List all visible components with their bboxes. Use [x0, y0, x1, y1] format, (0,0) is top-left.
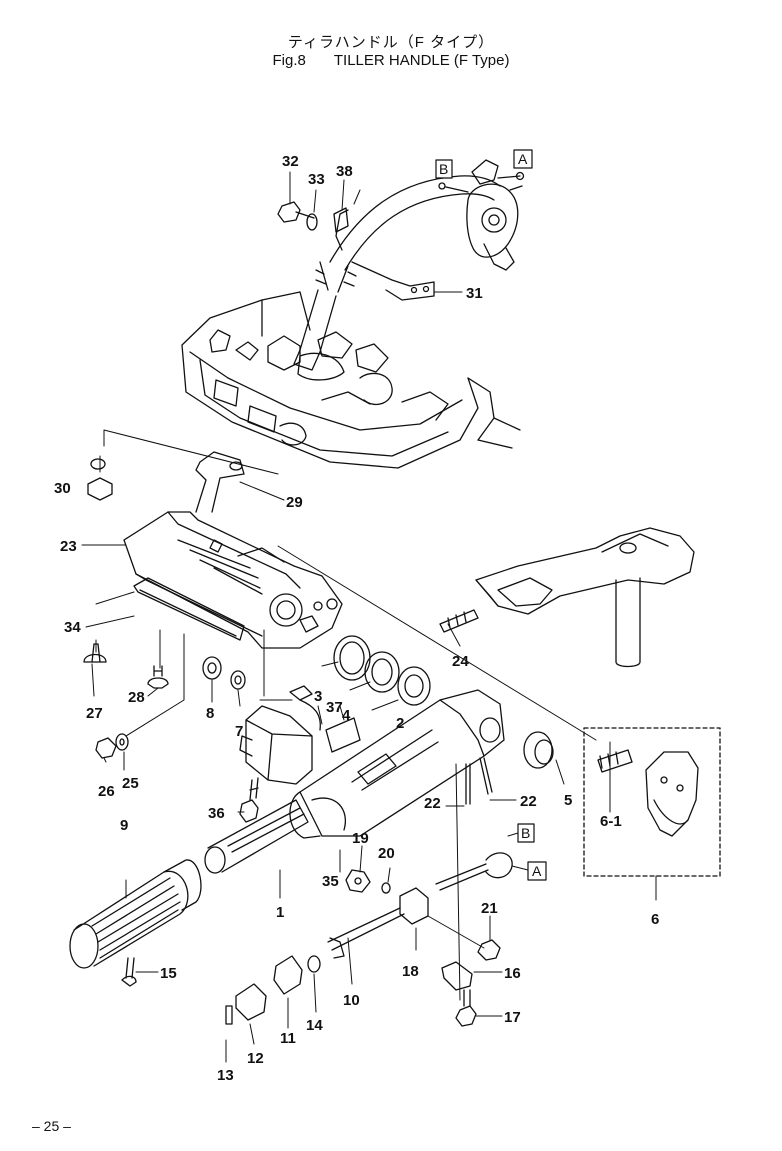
- throttle-cable-drawing: [293, 159, 525, 371]
- callout-33: 33: [308, 171, 325, 188]
- lower-cover-drawing: [181, 291, 521, 469]
- ref-label-a-bottom: A: [532, 863, 542, 879]
- callout-8: 8: [206, 705, 214, 722]
- callout-18: 18: [402, 963, 419, 980]
- callout-3: 3: [314, 688, 322, 705]
- callout-5: 5: [564, 792, 572, 809]
- callout-20: 20: [378, 845, 395, 862]
- callout-6-1: 6-1: [600, 813, 622, 830]
- stopper-parts-drawing: [583, 727, 721, 877]
- callout-22-right: 22: [520, 793, 537, 810]
- figure-title: ティラハンドル（F タイプ） Fig.8 TILLER HANDLE (F Typ…: [0, 34, 782, 70]
- callout-9: 9: [120, 817, 128, 834]
- small-parts-drawing: [83, 458, 513, 1027]
- title-japanese: ティラハンドル（F タイプ）: [287, 34, 495, 51]
- title-english: TILLER HANDLE (F Type): [333, 52, 510, 69]
- callout-26: 26: [98, 783, 115, 800]
- callout-38: 38: [336, 163, 353, 180]
- callout-28: 28: [128, 689, 145, 706]
- page-number: – 25 –: [32, 1118, 71, 1134]
- ref-box-b-top: [435, 159, 453, 179]
- callout-2: 2: [396, 715, 404, 732]
- callout-labels: 1 2 3 4 5 6 6-1 7 8 9 10 11 12 13 14 15 …: [54, 153, 659, 1084]
- callout-17: 17: [504, 1009, 521, 1026]
- callout-16: 16: [504, 965, 521, 982]
- figure-number: Fig.8: [272, 52, 306, 69]
- callout-1: 1: [276, 904, 284, 921]
- washers-drawing: [202, 635, 554, 769]
- callout-15: 15: [160, 965, 177, 982]
- callout-7: 7: [235, 723, 243, 740]
- ref-box-a-bottom: [527, 861, 547, 881]
- ref-label-b-bottom: B: [521, 825, 530, 841]
- callout-37: 37: [326, 699, 343, 716]
- callout-21: 21: [481, 900, 498, 917]
- leader-lines: [81, 171, 657, 1063]
- callout-34: 34: [64, 619, 81, 636]
- title-english-line: Fig.8 TILLER HANDLE (F Type): [0, 52, 782, 70]
- callout-27: 27: [86, 705, 103, 722]
- callout-24: 24: [452, 653, 469, 670]
- callout-22-left: 22: [424, 795, 441, 812]
- callout-32: 32: [282, 153, 299, 170]
- callout-6: 6: [651, 911, 659, 928]
- tiller-arm-drawing: [204, 689, 505, 874]
- callout-35: 35: [322, 873, 339, 890]
- callout-13: 13: [217, 1067, 234, 1084]
- callout-23: 23: [60, 538, 77, 555]
- callout-25: 25: [122, 775, 139, 792]
- callout-12: 12: [247, 1050, 264, 1067]
- callout-19: 19: [352, 830, 369, 847]
- callout-30: 30: [54, 480, 71, 497]
- callout-29: 29: [286, 494, 303, 511]
- callout-11: 11: [280, 1030, 296, 1047]
- tiller-bracket-drawing: [123, 451, 343, 649]
- ref-label-b-top: B: [439, 161, 448, 177]
- callout-36: 36: [208, 805, 225, 822]
- mount-bracket-drawing: [439, 527, 695, 668]
- switch-drawing: [239, 685, 361, 785]
- reference-markers: B A B A: [435, 149, 547, 881]
- callout-4: 4: [342, 707, 351, 724]
- callout-31: 31: [466, 285, 483, 302]
- grip-drawing: [69, 859, 202, 969]
- ref-box-a-top: [513, 149, 533, 169]
- callout-10: 10: [343, 992, 360, 1009]
- ref-label-a-top: A: [518, 151, 528, 167]
- callout-14: 14: [306, 1017, 323, 1034]
